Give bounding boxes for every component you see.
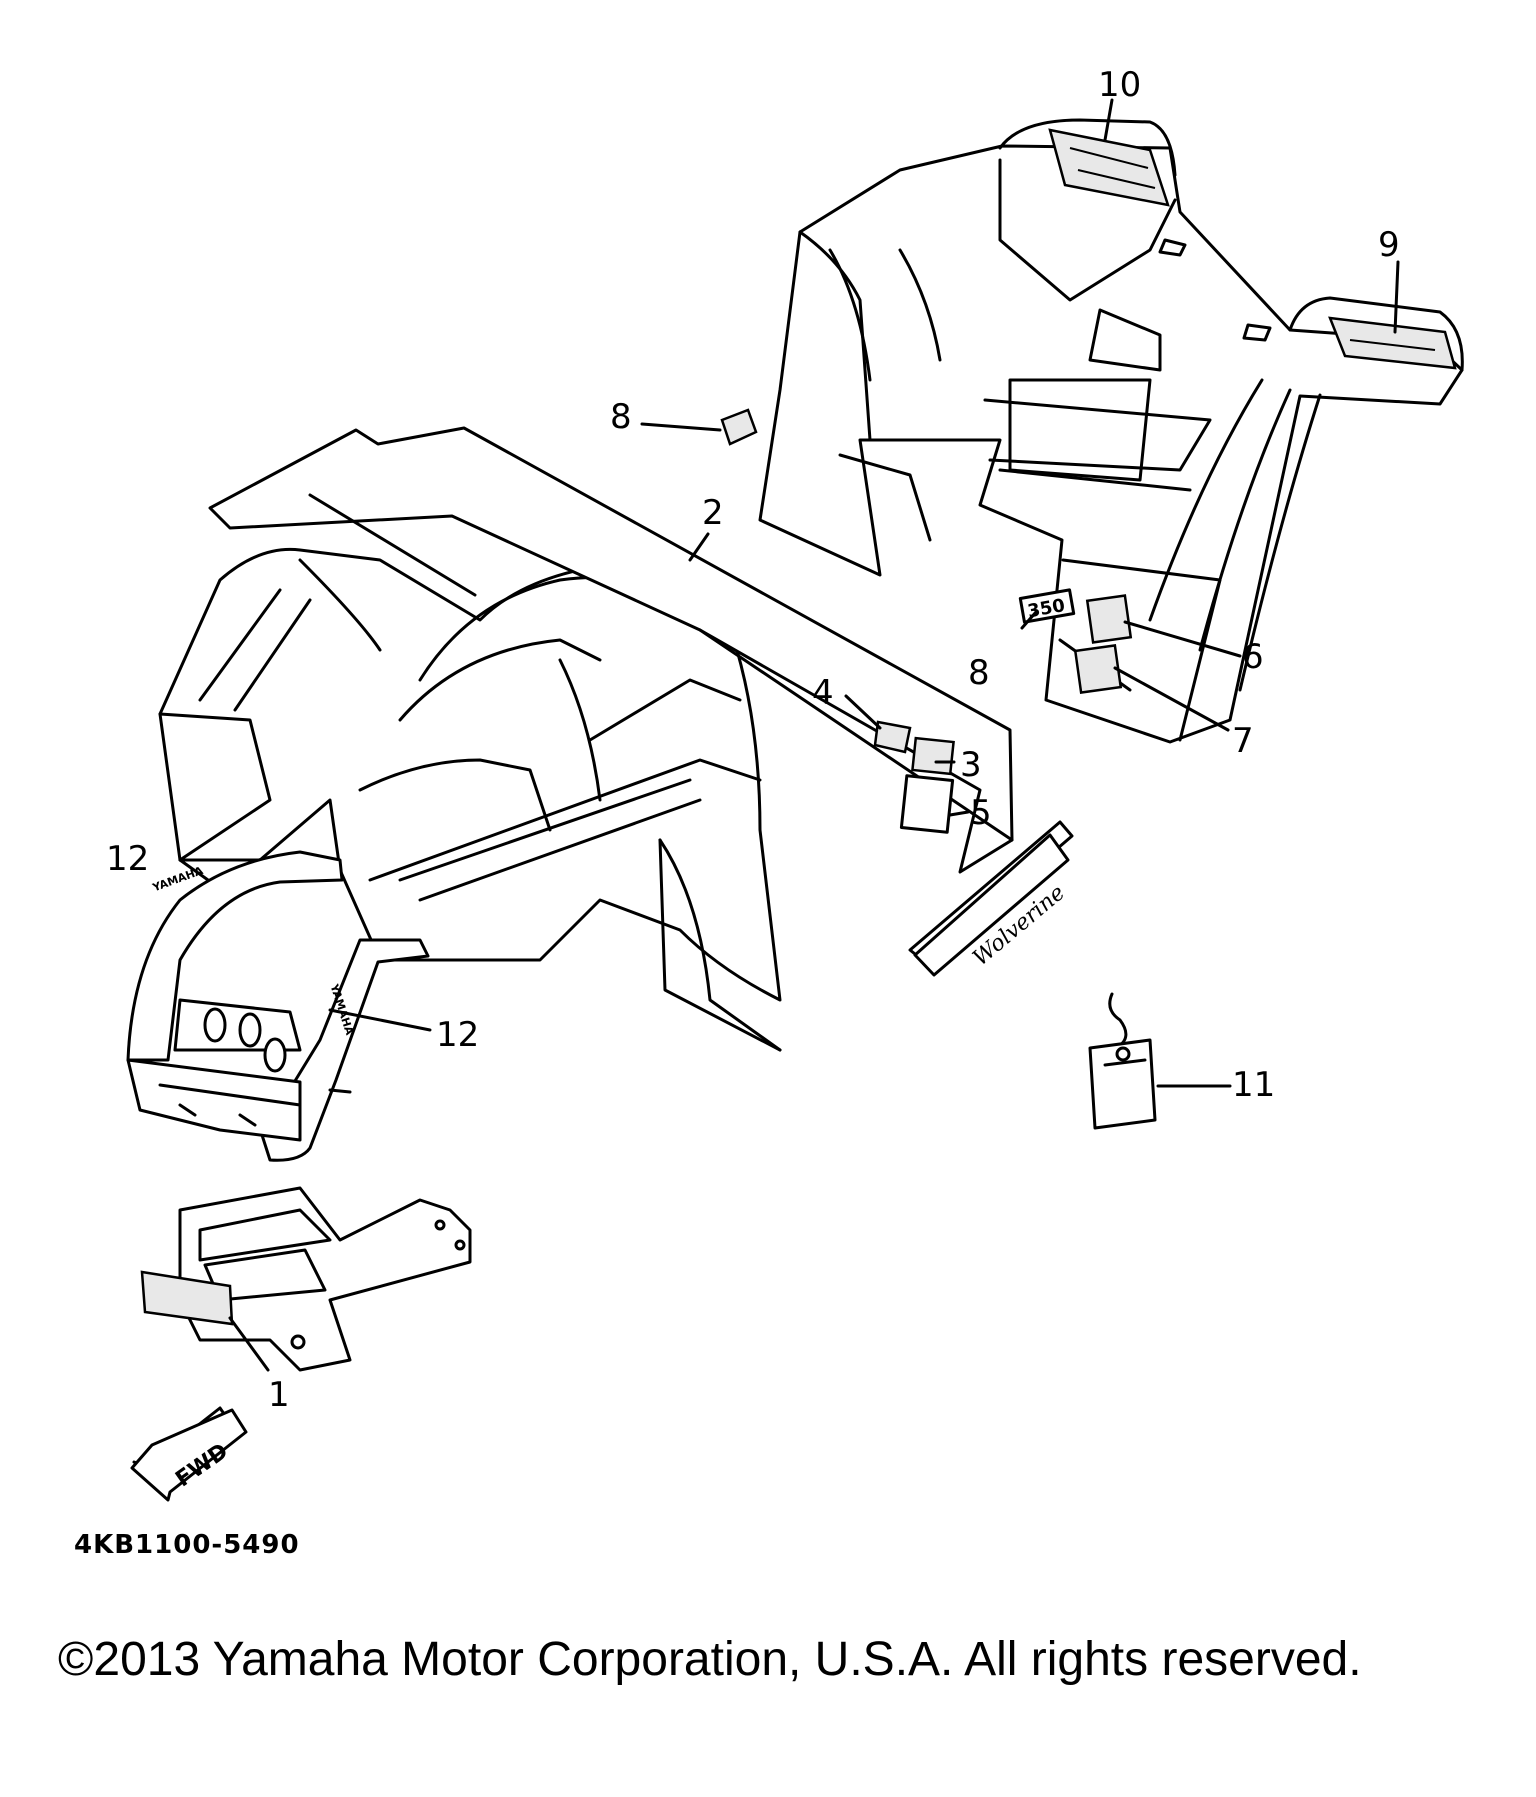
decal-2	[208, 426, 1014, 874]
fwd-arrow-icon: FWD	[130, 1406, 248, 1502]
callout-8-upper: 8	[610, 397, 632, 437]
callout-5: 5	[970, 793, 992, 833]
hang-tag-11	[1088, 992, 1157, 1130]
part-code: 4KB1100-5490	[74, 1530, 300, 1560]
callout-11: 11	[1232, 1065, 1276, 1105]
callout-12-upper: 12	[106, 839, 150, 879]
decal-8-upper	[720, 408, 758, 446]
callout-12-lower: 12	[436, 1015, 480, 1055]
decal-7	[1073, 644, 1123, 694]
front-panel	[178, 1186, 472, 1372]
callout-3: 3	[960, 745, 982, 785]
copyright-notice: ©2013 Yamaha Motor Corporation, U.S.A. A…	[58, 1633, 1362, 1686]
rear-fender	[758, 118, 1464, 744]
callout-10: 10	[1098, 65, 1142, 105]
decal-3	[911, 736, 955, 776]
leader-lines	[178, 98, 1400, 1372]
front-guard	[126, 850, 430, 1162]
decal-10	[1048, 128, 1170, 207]
decal-6	[1085, 594, 1133, 644]
callout-1: 1	[268, 1375, 290, 1415]
callout-2: 2	[702, 493, 724, 533]
callout-8-lower: 8	[968, 653, 990, 693]
callout-6: 6	[1242, 637, 1264, 677]
callout-9: 9	[1378, 225, 1400, 265]
decal-5	[899, 774, 955, 834]
callout-4: 4	[812, 673, 834, 713]
decal-9	[1328, 316, 1457, 370]
callout-7: 7	[1232, 721, 1254, 761]
decal-4	[873, 720, 912, 754]
decal-1	[140, 1270, 234, 1326]
